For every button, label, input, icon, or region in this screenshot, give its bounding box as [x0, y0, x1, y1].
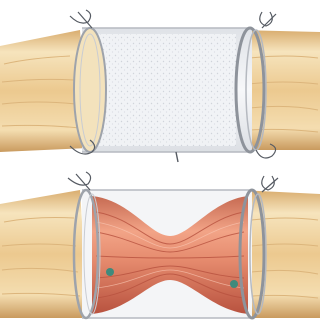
- left-tube-opening: [74, 28, 106, 152]
- suture-icon-bottom: [68, 172, 278, 192]
- cell-nucleus-icon: [106, 268, 114, 276]
- cell-nucleus-icon: [230, 280, 238, 288]
- top-panel: [0, 10, 320, 162]
- conduit-tube: [82, 28, 252, 152]
- tick-mark: [176, 152, 178, 162]
- bottom-panel: [0, 172, 320, 318]
